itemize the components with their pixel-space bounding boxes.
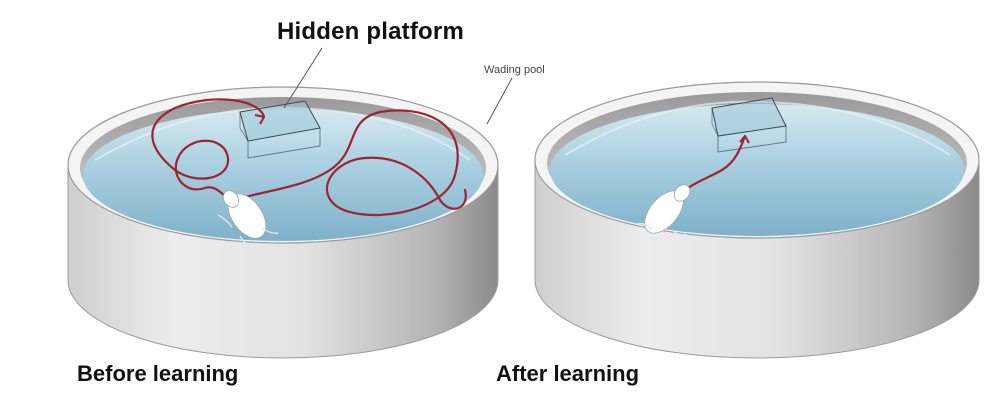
- hidden-platform: [711, 97, 787, 153]
- rat: [217, 190, 279, 247]
- water: [83, 109, 483, 241]
- swim-path-after: [686, 134, 747, 190]
- hidden-platform-pointer: [283, 47, 323, 109]
- pool-before: [67, 47, 513, 359]
- wading-pool-label: Wading pool: [484, 64, 545, 76]
- after-learning-label: After learning: [496, 361, 640, 386]
- rat: [635, 184, 691, 240]
- hidden-platform-label: Hidden platform: [277, 18, 464, 45]
- wading-pool-pointer: [486, 77, 513, 125]
- pool-after: [534, 81, 980, 359]
- before-learning-label: Before learning: [77, 361, 239, 386]
- swim-path-before: [151, 98, 467, 217]
